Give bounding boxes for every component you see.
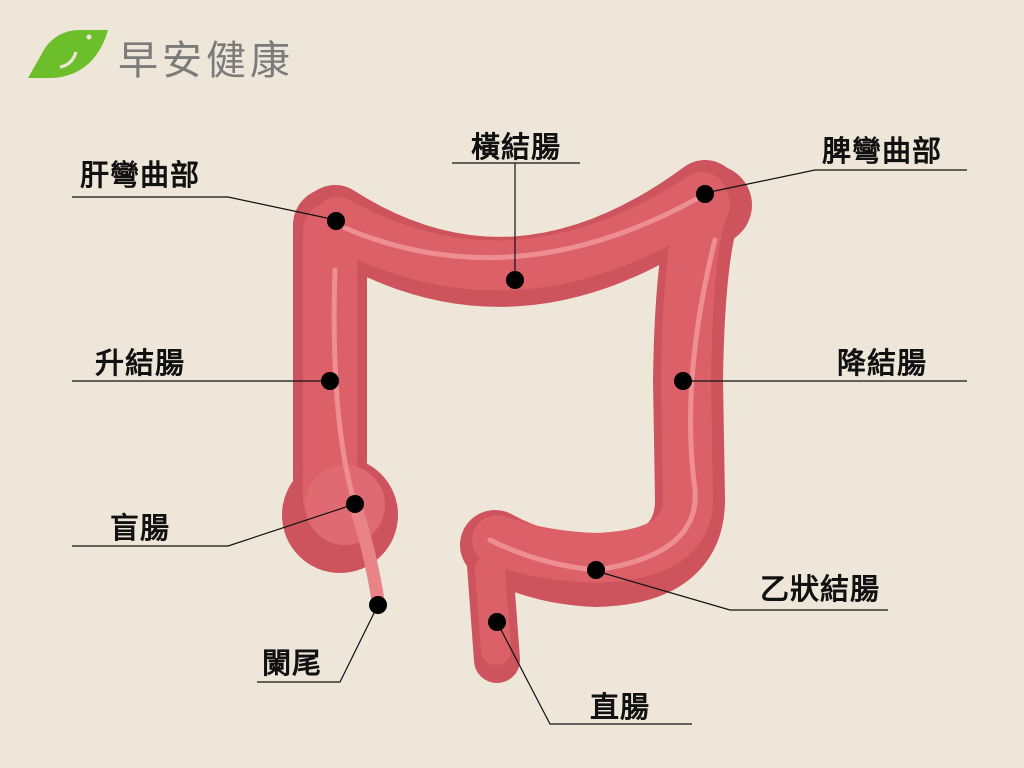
leader-lines [72,162,967,725]
label-splenic-flexure: 脾彎曲部 [821,134,943,168]
label-appendix: 闌尾 [261,646,323,680]
label-cecum: 盲腸 [109,511,171,545]
label-transverse-colon: 橫結腸 [470,130,562,164]
label-rectum: 直腸 [589,690,651,724]
label-descending-colon: 降結腸 [836,346,928,380]
label-ascending-colon: 升結腸 [94,346,186,380]
colon [282,160,752,683]
label-sigmoid-colon: 乙狀結腸 [759,572,881,606]
marker-dots [321,185,714,631]
logo-leaf-icon [28,30,108,78]
brand-name: 早安健康 [118,38,294,84]
label-hepatic-flexure: 肝彎曲部 [79,158,201,192]
